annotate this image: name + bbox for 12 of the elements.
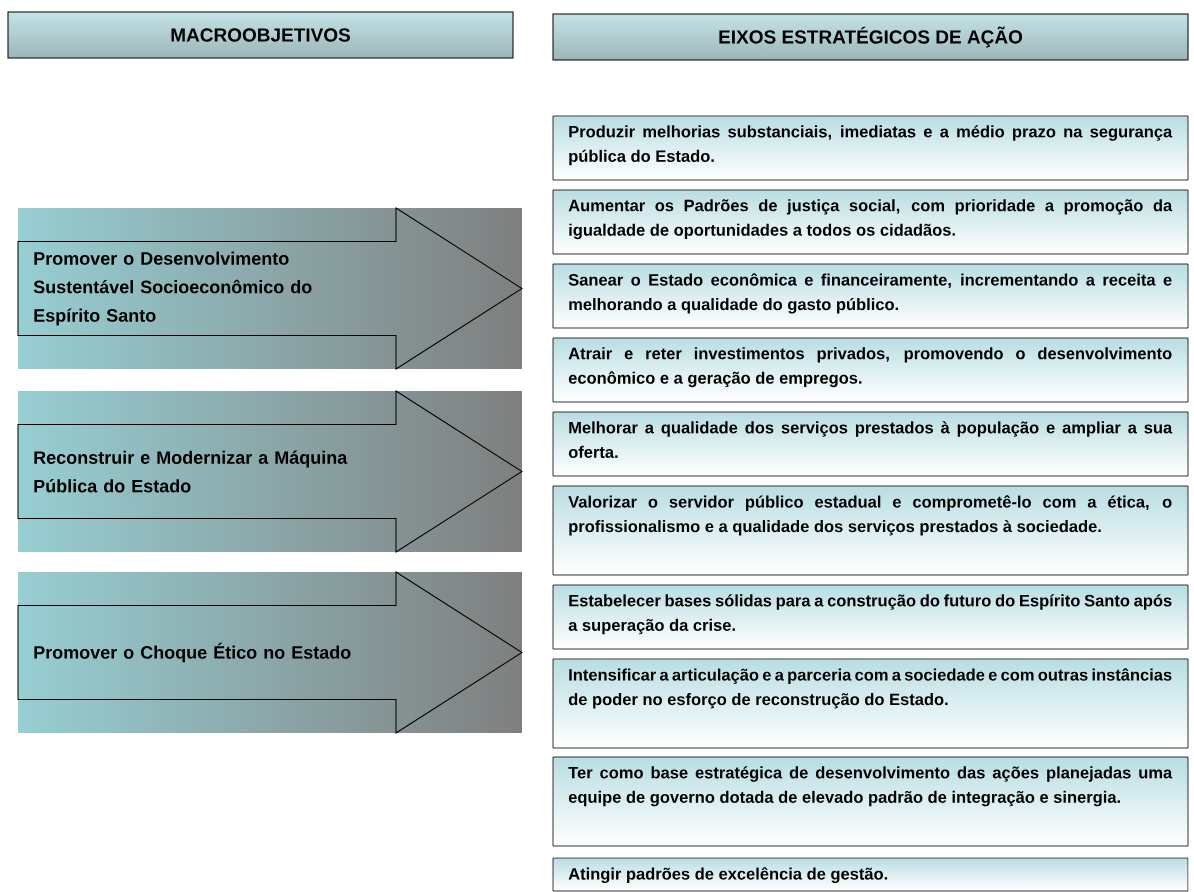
text-box: Atingir padrões de excelência de gestão. — [552, 857, 1189, 892]
text-box: Melhorar a qualidade dos serviços prestados à população e ampliar a sua oferta. — [552, 411, 1189, 477]
header-box: MACROOBJETIVOS — [7, 11, 514, 59]
text-box: Ter como base estratégica de desenvolvimento das ações planejadas uma equipe de governo dotada de elevado padrão de integração e sinergia. — [552, 756, 1189, 847]
text-box: Intensificar a articulação e a parceria com a sociedade e com outras instâncias de poder no esforço de reconstrução do Estado. — [552, 658, 1189, 749]
text-box: Sanear o Estado econômica e financeiramente, incrementando a receita e melhorando a qualidade do gasto público. — [552, 263, 1189, 329]
text-box: Valorizar o servidor público estadual e comprometê-lo com a ética, o profissionalismo e a qualidade dos serviços prestados à sociedade. — [552, 485, 1189, 576]
text-box: Atrair e reter investimentos privados, promovendo o desenvolvimento econômico e a geração de empregos. — [552, 337, 1189, 403]
text-box: Estabelecer bases sólidas para a construção do futuro do Espírito Santo após a superação da crise. — [552, 584, 1189, 650]
text-box: Produzir melhorias substanciais, imediatas e a médio prazo na segurança pública do Estado. — [552, 115, 1189, 181]
text-box: Aumentar os Padrões de justiça social, com prioridade a promoção da igualdade de oportunidades a todos os cidadãos. — [552, 189, 1189, 255]
header-box: EIXOS ESTRATÉGICOS DE AÇÃO — [552, 13, 1189, 61]
